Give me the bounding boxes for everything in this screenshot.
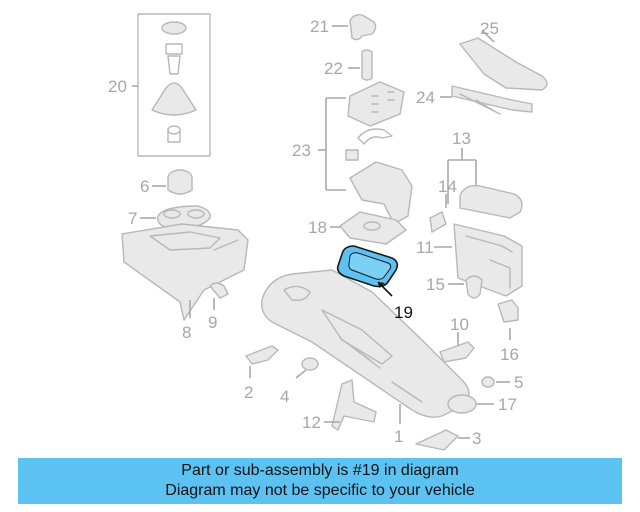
part-22-shift-shaft xyxy=(361,49,373,81)
callout-6: 6 xyxy=(140,177,149,196)
callout-25: 25 xyxy=(480,19,499,38)
part-19-tray-highlighted xyxy=(336,245,399,288)
callout-9: 9 xyxy=(208,313,217,332)
callout-12: 12 xyxy=(302,413,321,432)
callout-7: 7 xyxy=(128,209,137,228)
callout-20: 20 xyxy=(108,77,127,96)
callout-19: 19 xyxy=(394,303,413,322)
part-24-parking-brake-lever xyxy=(451,85,533,115)
info-banner: Part or sub-assembly is #19 in diagram D… xyxy=(18,458,622,504)
part-18-shift-plate xyxy=(339,211,407,245)
part-21-shift-knob xyxy=(349,13,377,41)
callout-1: 1 xyxy=(394,427,403,446)
part-1-center-console xyxy=(261,269,477,418)
callout-3: 3 xyxy=(472,429,481,448)
callout-10: 10 xyxy=(450,315,469,334)
part-5-screw xyxy=(481,376,495,388)
banner-line-2: Diagram may not be specific to your vehi… xyxy=(165,482,475,499)
callout-15: 15 xyxy=(426,275,445,294)
part-4-plug xyxy=(301,357,319,371)
part-16-bracket xyxy=(497,299,519,323)
part-3-end-trim xyxy=(415,429,459,451)
callout-5: 5 xyxy=(514,373,523,392)
part-23-shift-indicator-group xyxy=(345,81,413,225)
parts-diagram: 20 21 22 23 25 24 13 14 xyxy=(108,13,548,451)
callout-2: 2 xyxy=(244,383,253,402)
callout-4: 4 xyxy=(280,387,289,406)
part-7-cup-holder-insert xyxy=(157,205,211,229)
callout-17: 17 xyxy=(498,395,517,414)
callout-8: 8 xyxy=(182,323,191,342)
part-12-support-bracket xyxy=(331,379,377,431)
part-25-trim-cover xyxy=(459,37,548,91)
callout-22: 22 xyxy=(324,59,343,78)
part-10-clip xyxy=(439,341,475,363)
part-11-armrest-box xyxy=(453,223,523,297)
callout-13: 13 xyxy=(452,129,471,148)
callout-21: 21 xyxy=(310,17,329,36)
callout-23: 23 xyxy=(292,141,311,160)
part-13-armrest-lid xyxy=(459,185,523,219)
callout-16: 16 xyxy=(500,345,519,364)
part-8-lower-console xyxy=(121,223,249,321)
part-2-bracket xyxy=(245,345,279,365)
banner-line-1: Part or sub-assembly is #19 in diagram xyxy=(181,462,459,479)
part-14-latch xyxy=(429,211,447,233)
callout-18: 18 xyxy=(308,218,327,237)
part-9-clip xyxy=(209,282,229,299)
part-15-cup-insert xyxy=(465,275,483,299)
part-20-shift-boot-group xyxy=(137,13,211,157)
callout-24: 24 xyxy=(416,88,435,107)
part-6-cup-holder xyxy=(167,169,193,195)
callout-14: 14 xyxy=(438,177,457,196)
callout-11: 11 xyxy=(416,238,434,257)
